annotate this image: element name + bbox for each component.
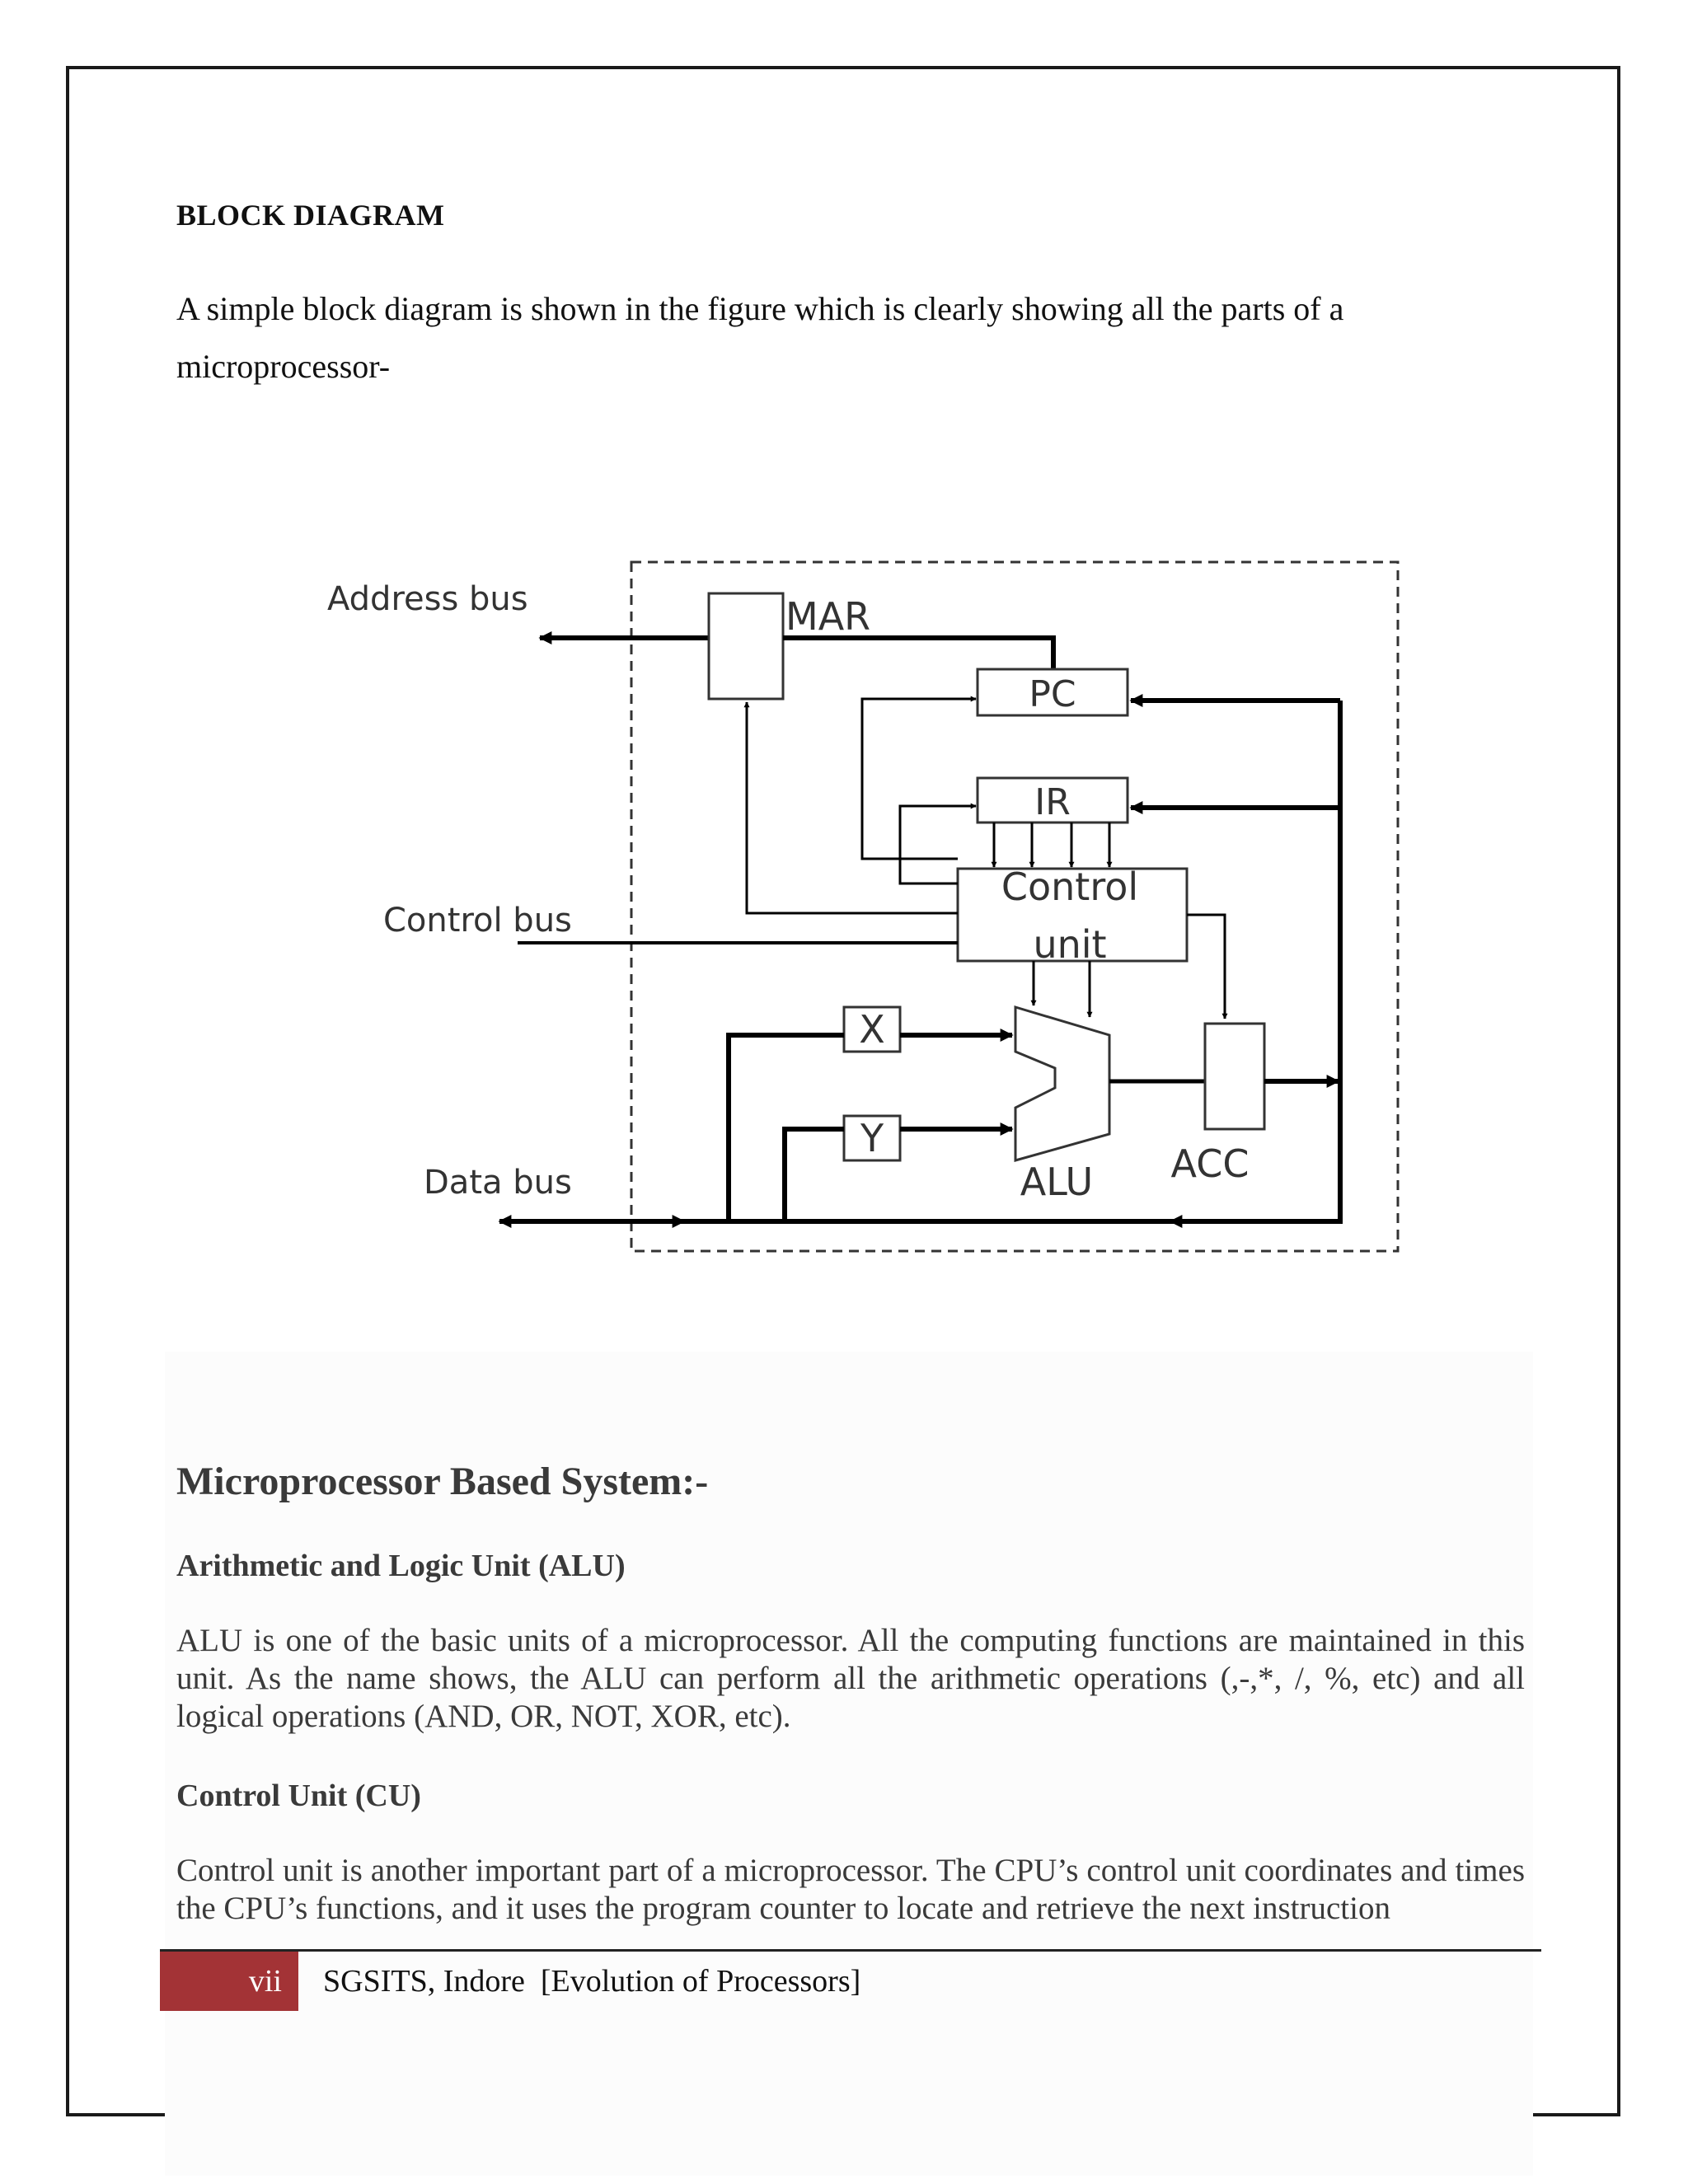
acc-label: ACC (1171, 1141, 1250, 1186)
ir-label: IR (1034, 781, 1071, 823)
system-heading: Microprocessor Based System:- (176, 1460, 709, 1503)
section-heading: BLOCK DIAGRAM (176, 199, 445, 232)
intro-line-2: microprocessor- (176, 348, 391, 385)
control-bus-label: Control bus (383, 902, 572, 940)
ir-box (976, 776, 1129, 824)
x-register-label: X (859, 1007, 885, 1052)
alu-heading: Arithmetic and Logic Unit (ALU) (176, 1549, 626, 1583)
footer-text: SGSITS, Indore [Evolution of Processors] (323, 1964, 861, 1999)
acc-box (1203, 1022, 1266, 1131)
cu-to-ir-line (898, 803, 977, 885)
y-register-box (842, 1114, 902, 1162)
pc-box (976, 668, 1129, 717)
address-bus-label: Address bus (327, 580, 528, 618)
footer-divider (160, 1949, 1541, 1952)
x-register-box (842, 1005, 902, 1053)
pc-label: PC (1029, 673, 1076, 715)
y-register-label: Y (860, 1116, 884, 1160)
cu-heading: Control Unit (CU) (176, 1779, 421, 1813)
alu-label: ALU (1020, 1160, 1093, 1204)
intro-paragraph: A simple block diagram is shown in the f… (176, 280, 1528, 396)
background-shade (165, 1352, 1533, 2176)
alu-paragraph: ALU is one of the basic units of a micro… (176, 1623, 1525, 1734)
bus-to-x-line (726, 1033, 844, 1221)
control-unit-label-line1: Control (1001, 865, 1138, 909)
data-bus-label: Data bus (424, 1164, 572, 1202)
alu-shape (1014, 1005, 1111, 1162)
cu-paragraph: Control unit is another important part o… (176, 1853, 1525, 1926)
cu-to-pc-line (860, 696, 977, 860)
cu-to-mar-line (743, 701, 958, 915)
microprocessor-boundary (630, 560, 1400, 1253)
internal-data-bus (681, 701, 1343, 1224)
control-unit-box (956, 867, 1189, 963)
cu-to-acc-line (1187, 913, 1228, 1019)
footer-page-number: vii (160, 1952, 298, 2011)
block-diagram: Address bus MAR PC IR Control unit Contr… (327, 560, 1400, 1253)
control-unit-label-line2: unit (1033, 922, 1106, 967)
mar-label: MAR (785, 594, 870, 639)
mar-box (707, 592, 785, 701)
intro-line-1: A simple block diagram is shown in the f… (176, 290, 1344, 327)
bus-to-y-line (782, 1127, 844, 1221)
mar-to-pc-line (783, 635, 1056, 669)
